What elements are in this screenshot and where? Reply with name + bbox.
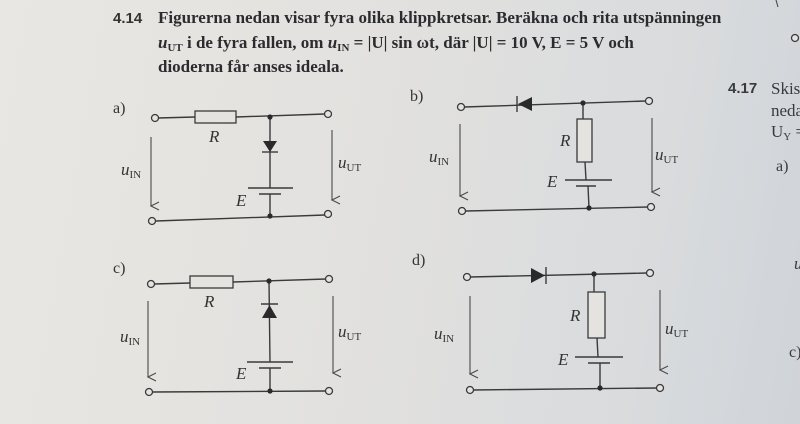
subscript: IN: [442, 333, 455, 345]
subscript: IN: [129, 169, 142, 181]
next-part-label-c: c): [789, 344, 800, 361]
resistor-label: R: [209, 127, 220, 146]
text: =: [791, 122, 800, 141]
diode: [262, 305, 277, 318]
terminal: [645, 268, 655, 278]
diode: [531, 268, 545, 283]
u-ut-label: uUT: [338, 153, 361, 174]
resistor-label: R: [204, 292, 215, 311]
u-symbol: u: [158, 33, 168, 52]
u-in-label: uIN: [434, 324, 454, 345]
next-part-label-a: a): [776, 158, 789, 175]
terminal: [456, 102, 466, 112]
resistor-label: R: [570, 306, 581, 325]
u-in-label: uIN: [121, 160, 141, 181]
subscript: UT: [673, 328, 689, 340]
subscript: Y: [783, 131, 792, 143]
terminal: [462, 272, 472, 282]
next-problem-line3: UY =: [771, 122, 800, 143]
diode: [263, 141, 277, 152]
u-ut-label: uUT: [338, 322, 361, 343]
u-symbol: u: [120, 327, 129, 346]
u-symbol: U: [771, 122, 784, 141]
next-problem-line2: neda: [771, 101, 800, 120]
part-label-d: d): [412, 252, 426, 269]
u-symbol: u: [429, 147, 438, 166]
subscript: UT: [346, 331, 362, 343]
u-symbol: u: [327, 33, 338, 52]
terminal: [644, 96, 654, 106]
next-problem-number: 4.17: [728, 80, 758, 97]
u-ut-label: uUT: [655, 145, 678, 166]
problem-number: 4.14: [113, 10, 143, 27]
terminal: [646, 202, 656, 212]
terminal: [147, 216, 157, 226]
terminal: [150, 113, 160, 123]
next-u-fragment: u: [794, 254, 800, 274]
terminal: [324, 386, 334, 396]
resistor: [587, 291, 606, 339]
next-problem-line1: Skiss: [771, 79, 800, 98]
partial-arrow-icon: [775, 0, 779, 8]
resistor-label: R: [560, 131, 571, 150]
part-label-c: c): [113, 260, 126, 277]
diode: [518, 97, 532, 111]
terminal: [144, 387, 154, 397]
problem-text-line3: dioderna får anses ideala.: [158, 57, 344, 76]
circuit-d: [462, 267, 665, 395]
u-symbol: u: [121, 160, 130, 179]
battery-label: E: [547, 172, 558, 191]
resistor: [576, 118, 593, 163]
resistor: [194, 110, 237, 124]
subscript: IN: [128, 336, 141, 348]
terminal: [324, 274, 334, 284]
circuit-c: [144, 274, 334, 397]
u-symbol: u: [338, 153, 347, 172]
terminal: [323, 109, 333, 119]
terminal: [790, 33, 800, 43]
u-symbol: u: [338, 322, 347, 341]
u-symbol: u: [434, 324, 443, 343]
u-symbol: u: [665, 319, 674, 338]
battery-label: E: [236, 191, 247, 210]
terminal: [465, 385, 475, 395]
subscript: UT: [663, 154, 679, 166]
text: i de fyra fallen, om: [182, 33, 328, 52]
resistor: [189, 275, 234, 289]
u-in-label: uIN: [429, 147, 449, 168]
in-subscript: IN: [337, 42, 350, 54]
terminal: [457, 206, 467, 216]
terminal: [655, 383, 665, 393]
problem-text-line2: uUT i de fyra fallen, om uIN = |U| sin ω…: [158, 33, 634, 54]
circuit-a: [147, 109, 333, 226]
part-label-b: b): [410, 88, 424, 105]
subscript: IN: [437, 156, 450, 168]
terminal: [146, 279, 156, 289]
u-ut-label: uUT: [665, 319, 688, 340]
terminal: [323, 209, 333, 219]
battery-label: E: [558, 350, 569, 369]
part-label-a: a): [113, 100, 126, 117]
text: = |U| sin ωt, där |U| = 10 V, E = 5 V oc…: [349, 33, 634, 52]
ut-subscript: UT: [167, 42, 183, 54]
subscript: UT: [346, 162, 362, 174]
circuit-b: [456, 96, 656, 216]
u-symbol: u: [655, 145, 664, 164]
battery-label: E: [236, 364, 247, 383]
problem-text-line1: Figurerna nedan visar fyra olika klippkr…: [158, 8, 722, 27]
u-in-label: uIN: [120, 327, 140, 348]
